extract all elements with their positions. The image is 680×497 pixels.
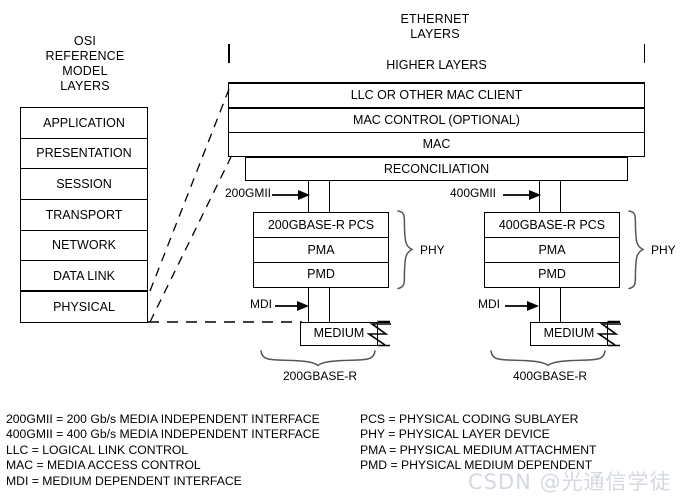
legend-item: PMA = PHYSICAL MEDIUM ATTACHMENT bbox=[360, 442, 597, 457]
osi-layer-label: SESSION bbox=[56, 176, 112, 191]
phy-stack-200g: 200GBASE-R PCS PMA PMD bbox=[253, 212, 389, 288]
legend-item: MAC = MEDIA ACCESS CONTROL bbox=[6, 458, 201, 473]
arrow-mdi-200g bbox=[275, 301, 309, 311]
higher-layers-right-tick bbox=[643, 44, 646, 63]
phy-brace-200g bbox=[397, 210, 414, 290]
phy-row-pcs-400g[interactable]: 400GBASE-R PCS bbox=[485, 213, 619, 238]
medium-top-line-400g bbox=[530, 321, 620, 323]
ethernet-layer-mac-control[interactable]: MAC CONTROL (OPTIONAL) bbox=[228, 107, 645, 133]
ethernet-layer-llc[interactable]: LLC OR OTHER MAC CLIENT bbox=[228, 83, 645, 108]
phy-brace-label-text: PHY bbox=[420, 243, 445, 257]
osi-layer-label: APPLICATION bbox=[43, 115, 125, 130]
legend-item: MDI = MEDIUM DEPENDENT INTERFACE bbox=[6, 473, 242, 488]
mdi-connector-400g bbox=[539, 288, 561, 322]
legend-item: 400GMII = 400 Gb/s MEDIA INDEPENDENT INT… bbox=[6, 427, 320, 442]
bottom-label-400gbase-r: 400GBASE-R bbox=[485, 369, 615, 383]
medium-top-line-200g bbox=[300, 321, 390, 323]
mdi-label-text: MDI bbox=[250, 297, 272, 311]
phy-row-label: PMA bbox=[538, 242, 566, 257]
interface-label-text: 400GMII bbox=[450, 186, 497, 200]
bottom-label-200gbase-r: 200GBASE-R bbox=[255, 369, 385, 383]
osi-title-line-2: REFERENCE bbox=[45, 49, 125, 63]
legend-item: PCS = PHYSICAL CODING SUBLAYER bbox=[360, 412, 579, 426]
medium-lightning-icon-400g bbox=[596, 323, 621, 346]
medium-lightning-icon-200g bbox=[366, 323, 391, 346]
ethernet-layer-label: LLC OR OTHER MAC CLIENT bbox=[350, 88, 523, 103]
interface-label-400gmii: 400GMII bbox=[450, 186, 496, 200]
legend-item: 200GMII = 200 Gb/s MEDIA INDEPENDENT INT… bbox=[6, 412, 320, 426]
osi-title-line-3: MODEL bbox=[62, 64, 108, 78]
ethernet-layer-mac[interactable]: MAC bbox=[228, 132, 645, 157]
arrow-200gmii bbox=[272, 190, 310, 200]
ethernet-layer-label: RECONCILIATION bbox=[383, 161, 490, 176]
interface-label-200gmii: 200GMII bbox=[225, 186, 271, 200]
medium-label: MEDIUM bbox=[313, 325, 365, 340]
osi-layer-label: PRESENTATION bbox=[36, 146, 132, 161]
phy-row-pcs-200g[interactable]: 200GBASE-R PCS bbox=[254, 213, 388, 238]
osi-title: OSI REFERENCE MODEL LAYERS bbox=[20, 34, 150, 94]
arrow-mdi-400g bbox=[505, 301, 539, 311]
ethernet-title-line-2: LAYERS bbox=[410, 27, 460, 41]
legend-right-column: PCS = PHYSICAL CODING SUBLAYER PHY = PHY… bbox=[360, 412, 596, 474]
mdi-label-400g: MDI bbox=[478, 297, 500, 311]
phy-brace-label-400g: PHY bbox=[651, 243, 676, 257]
bottom-label-text: 200GBASE-R bbox=[282, 369, 358, 383]
legend-item: PMD = PHYSICAL MEDIUM DEPENDENT bbox=[360, 458, 593, 473]
phy-row-pmd-400g[interactable]: PMD bbox=[485, 263, 619, 285]
interface-label-text: 200GMII bbox=[225, 186, 272, 200]
osi-reference-stack: APPLICATION PRESENTATION SESSION TRANSPO… bbox=[20, 107, 148, 323]
osi-layer-label: PHYSICAL bbox=[53, 299, 115, 314]
phy-row-pma-400g[interactable]: PMA bbox=[485, 238, 619, 263]
phy-row-label: PMD bbox=[538, 266, 566, 281]
gmii-connector-200g bbox=[308, 181, 330, 212]
watermark: CSDN @光通信学徒 bbox=[468, 470, 672, 494]
mdi-connector-200g bbox=[308, 288, 330, 322]
mdi-label-text: MDI bbox=[478, 297, 500, 311]
arrow-400gmii bbox=[503, 190, 541, 200]
phy-row-pma-200g[interactable]: PMA bbox=[254, 238, 388, 263]
mdi-label-200g: MDI bbox=[250, 297, 272, 311]
phy-row-label: 400GBASE-R PCS bbox=[498, 217, 606, 232]
dashed-diagonal-lower bbox=[149, 156, 232, 323]
ethernet-layer-label: HIGHER LAYERS bbox=[386, 58, 487, 73]
medium-right-edge-400g bbox=[607, 320, 620, 347]
osi-layer-data-link[interactable]: DATA LINK bbox=[21, 261, 147, 293]
phy-row-pmd-200g[interactable]: PMD bbox=[254, 263, 388, 285]
higher-layers-left-tick bbox=[228, 44, 230, 63]
osi-layer-transport[interactable]: TRANSPORT bbox=[21, 200, 147, 231]
osi-layer-label: NETWORK bbox=[52, 238, 116, 253]
medium-right-edge-200g bbox=[377, 320, 390, 347]
phy-row-label: PMA bbox=[307, 242, 335, 257]
ethernet-layer-reconciliation[interactable]: RECONCILIATION bbox=[245, 156, 628, 181]
phy-row-label: PMD bbox=[307, 266, 335, 281]
osi-layer-network[interactable]: NETWORK bbox=[21, 231, 147, 262]
bottom-brace-400g bbox=[490, 350, 606, 367]
bottom-label-text: 400GBASE-R bbox=[512, 369, 588, 383]
phy-brace-label-text: PHY bbox=[651, 243, 676, 257]
osi-title-line-1: OSI bbox=[73, 34, 97, 48]
phy-brace-400g bbox=[628, 210, 645, 290]
legend-item: LLC = LOGICAL LINK CONTROL bbox=[6, 442, 189, 457]
osi-layer-label: TRANSPORT bbox=[45, 207, 123, 222]
legend-left-column: 200GMII = 200 Gb/s MEDIA INDEPENDENT INT… bbox=[6, 412, 320, 489]
phy-stack-400g: 400GBASE-R PCS PMA PMD bbox=[484, 212, 620, 288]
osi-layer-physical[interactable]: PHYSICAL bbox=[21, 292, 147, 321]
ethernet-title-line-1: ETHERNET bbox=[400, 12, 470, 26]
phy-row-label: 200GBASE-R PCS bbox=[267, 217, 375, 232]
ethernet-layer-higher-layers[interactable]: HIGHER LAYERS bbox=[228, 49, 645, 83]
osi-layer-session[interactable]: SESSION bbox=[21, 169, 147, 201]
gmii-connector-400g bbox=[539, 181, 561, 212]
osi-layer-label: DATA LINK bbox=[52, 268, 116, 283]
ethernet-layer-label: MAC bbox=[422, 137, 451, 152]
osi-title-line-4: LAYERS bbox=[60, 79, 110, 93]
legend-item: PHY = PHYSICAL LAYER DEVICE bbox=[360, 427, 550, 442]
ethernet-layer-label: MAC CONTROL (OPTIONAL) bbox=[353, 112, 520, 127]
ethernet-title: ETHERNET LAYERS bbox=[360, 12, 510, 42]
medium-label: MEDIUM bbox=[543, 325, 595, 340]
dashed-diagonal-upper bbox=[149, 83, 232, 292]
phy-brace-label-200g: PHY bbox=[420, 243, 445, 257]
osi-layer-presentation[interactable]: PRESENTATION bbox=[21, 139, 147, 170]
bottom-brace-200g bbox=[260, 350, 376, 367]
osi-layer-application[interactable]: APPLICATION bbox=[21, 108, 147, 139]
